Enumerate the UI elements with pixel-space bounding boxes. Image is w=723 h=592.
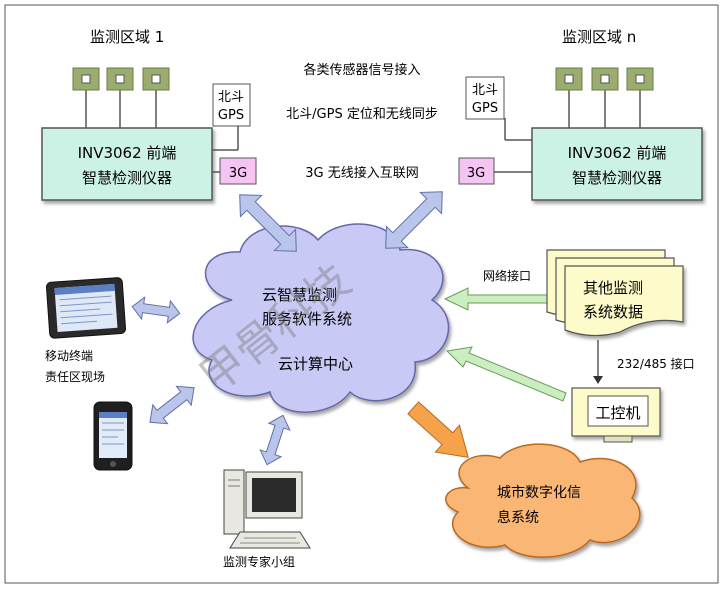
net-label: 3G xyxy=(467,166,485,181)
cloud-label-line1: 云智慧监测 xyxy=(262,286,337,304)
cloud-label-line3: 云计算中心 xyxy=(278,355,353,373)
sensor-icon xyxy=(106,67,134,91)
network-interface-label: 网络接口 xyxy=(483,268,531,283)
double-arrow-left-device-cloud xyxy=(239,194,297,252)
double-arrow-right-device-cloud xyxy=(385,191,443,249)
net-label: 3G xyxy=(229,166,247,181)
mobile-label-line1: 移动终端 xyxy=(45,348,93,363)
double-arrow-experts-cloud xyxy=(259,414,291,466)
device-label-line2: 智慧检测仪器 xyxy=(572,169,662,187)
sensor-icon xyxy=(555,67,583,91)
gps-label-line1: 北斗 xyxy=(218,90,244,105)
phone-icon xyxy=(93,401,133,471)
cloud-label-line2: 服务软件系统 xyxy=(262,310,352,328)
experts-label: 监测专家小组 xyxy=(223,554,295,569)
zone-right-device: INV3062 前端 智慧检测仪器 xyxy=(531,127,703,201)
other-systems-data: 其他监测 系统数据 xyxy=(546,249,684,337)
double-arrow-phone-cloud xyxy=(149,385,195,425)
caption-wireless: 3G 无线接入互联网 xyxy=(305,165,418,181)
double-arrow-tablet-cloud xyxy=(131,296,181,324)
sensor-icon xyxy=(142,67,170,91)
city-label-line1: 城市数字化信 xyxy=(497,484,581,501)
tablet-icon xyxy=(45,277,127,339)
device-label-line2: 智慧检测仪器 xyxy=(82,169,172,187)
zone-left-3g-box: 3G xyxy=(219,157,257,185)
arrow-cloud-to-city xyxy=(407,401,469,459)
mobile-label-line2: 责任区现场 xyxy=(45,370,105,384)
serial-interface-label: 232/485 接口 xyxy=(617,356,695,371)
zone-left-title: 监测区域 1 xyxy=(90,28,164,46)
zone-right-gps-box: 北斗 GPS xyxy=(465,76,505,120)
caption-positioning: 北斗/GPS 定位和无线同步 xyxy=(286,107,438,122)
gps-label-line2: GPS xyxy=(218,108,244,123)
zone-right-title: 监测区域 n xyxy=(562,28,636,46)
zone-left-sensors xyxy=(85,88,157,130)
other-systems-label-line2: 系统数据 xyxy=(583,303,643,321)
zone-right-sensors xyxy=(568,88,641,130)
gps-label-line1: 北斗 xyxy=(472,83,498,98)
other-systems-label-line1: 其他监测 xyxy=(583,279,643,297)
caption-sensors: 各类传感器信号接入 xyxy=(303,62,420,78)
zone-left-gps-box: 北斗 GPS xyxy=(212,83,251,127)
zone-left-device: INV3062 前端 智慧检测仪器 xyxy=(41,127,213,201)
gps-label-line2: GPS xyxy=(472,101,498,116)
arrow-ipc-to-cloud xyxy=(445,346,567,402)
device-label-line1: INV3062 前端 xyxy=(78,144,177,162)
ipc-label: 工控机 xyxy=(595,404,640,422)
sensor-icon xyxy=(72,67,100,91)
sensor-icon xyxy=(591,67,619,91)
zone-right-3g-box: 3G xyxy=(458,157,495,185)
device-label-line1: INV3062 前端 xyxy=(568,144,667,162)
computer-icon xyxy=(223,469,311,549)
city-digital-info-system xyxy=(445,443,641,558)
sensor-icon xyxy=(626,67,654,91)
industrial-pc: 工控机 xyxy=(571,387,661,443)
city-label-line2: 息系统 xyxy=(497,509,539,526)
